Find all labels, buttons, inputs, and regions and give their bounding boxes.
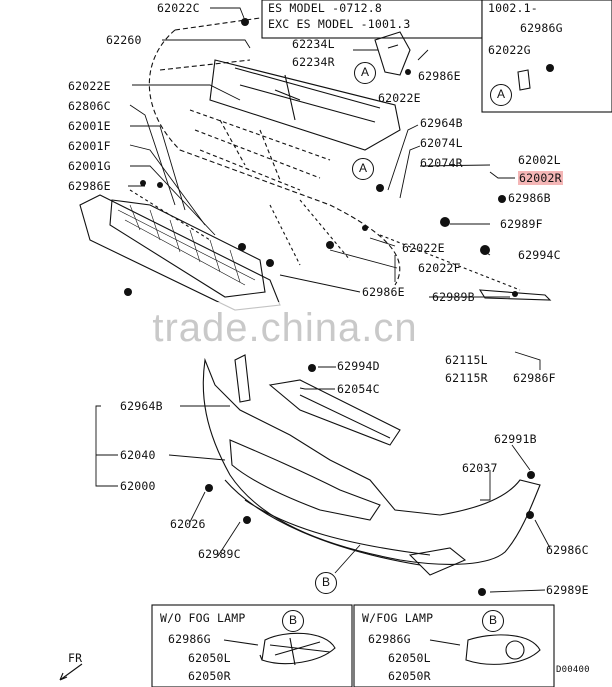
front-arrow bbox=[59, 663, 83, 681]
es-model-note-box bbox=[261, 0, 483, 39]
bumper-lower-lip bbox=[224, 479, 431, 566]
upper-support-panel bbox=[209, 59, 401, 151]
diagram-code: D00400 bbox=[556, 665, 590, 675]
wo-fog-right: 62050R bbox=[188, 669, 231, 683]
callout-a-top: A bbox=[354, 62, 376, 84]
callout-b-w: B bbox=[482, 610, 504, 632]
part-62986c: 62986C bbox=[546, 543, 589, 557]
part-62986e-mid: 62986E bbox=[362, 285, 405, 299]
part-62001e: 62001E bbox=[68, 119, 111, 133]
watermark: trade.china.cn bbox=[152, 306, 418, 350]
bumper-grille-opening bbox=[229, 439, 381, 521]
callout-a-right: A bbox=[490, 84, 512, 106]
part-62054c: 62054C bbox=[337, 382, 380, 396]
watermark-band bbox=[118, 302, 448, 354]
wo-fog-lamp-title: W/O FOG LAMP bbox=[160, 611, 246, 625]
callout-b-bumper: B bbox=[315, 572, 337, 594]
bracket-a bbox=[374, 31, 411, 76]
part-62964b-left: 62964B bbox=[120, 399, 163, 413]
part-62234l: 62234L bbox=[292, 37, 335, 51]
part-62022e-left: 62022E bbox=[68, 79, 111, 93]
part-62115r: 62115R bbox=[445, 371, 488, 385]
w-fog-screw: 62986G bbox=[368, 632, 411, 646]
part-62986g-top: 62986G bbox=[520, 21, 563, 35]
part-62022g: 62022G bbox=[488, 43, 531, 57]
part-62037: 62037 bbox=[462, 461, 498, 475]
part-62022e-top: 62022E bbox=[378, 91, 421, 105]
part-62022f: 62022F bbox=[418, 261, 461, 275]
highlight-62002r: 62002R bbox=[518, 171, 563, 185]
w-fog-right: 62050R bbox=[388, 669, 431, 683]
part-62989c: 62989C bbox=[198, 547, 241, 561]
fog-cover-ring-right bbox=[465, 634, 541, 665]
part-62260: 62260 bbox=[106, 33, 142, 47]
part-62806c: 62806C bbox=[68, 99, 111, 113]
part-62001g: 62001G bbox=[68, 159, 111, 173]
part-62986f: 62986F bbox=[513, 371, 556, 385]
part-62986e-top: 62986E bbox=[418, 69, 461, 83]
lower-grille-hatch bbox=[117, 204, 256, 286]
part-62991b: 62991B bbox=[494, 432, 537, 446]
part-62001f: 62001F bbox=[68, 139, 111, 153]
part-62986b: 62986B bbox=[508, 191, 551, 205]
part-62989b: 62989B bbox=[432, 290, 475, 304]
upper-bumper-outline bbox=[148, 17, 401, 286]
part-62234r: 62234R bbox=[292, 55, 335, 69]
w-fog-lamp-title: W/FOG LAMP bbox=[362, 611, 434, 625]
reinforcement-62054c bbox=[268, 379, 401, 446]
leader-lines bbox=[95, 7, 551, 593]
bumper-bracket bbox=[234, 354, 251, 403]
part-62994d: 62994D bbox=[337, 359, 380, 373]
wo-fog-left: 62050L bbox=[188, 651, 231, 665]
fastener-dots bbox=[124, 18, 554, 596]
note-date-right: 1002.1- bbox=[488, 1, 538, 15]
lower-grille-mesh bbox=[109, 199, 266, 298]
part-62074r: 62074R bbox=[420, 156, 463, 170]
part-62964b-top: 62964B bbox=[420, 116, 463, 130]
part-62989f: 62989F bbox=[500, 217, 543, 231]
part-62002l: 62002L bbox=[518, 153, 561, 167]
part-62994c: 62994C bbox=[518, 248, 561, 262]
fog-screw-lines bbox=[223, 639, 461, 661]
fog-cover-mesh-left bbox=[261, 632, 336, 666]
front-bumper-cover bbox=[202, 357, 541, 565]
grille-dashed bbox=[189, 109, 331, 191]
side-moulding bbox=[478, 289, 552, 301]
part-62000: 62000 bbox=[120, 479, 156, 493]
callout-a-mid: A bbox=[352, 158, 374, 180]
note-exc-es-model: EXC ES MODEL -1001.3 bbox=[268, 17, 411, 31]
part-62115l: 62115L bbox=[445, 353, 488, 367]
part-62022e-mid: 62022E bbox=[402, 241, 445, 255]
part-62986e-left: 62986E bbox=[68, 179, 111, 193]
part-62989e: 62989E bbox=[546, 583, 589, 597]
wo-fog-screw: 62986G bbox=[168, 632, 211, 646]
part-62040: 62040 bbox=[120, 448, 156, 462]
part-62074l: 62074L bbox=[420, 136, 463, 150]
note-es-model: ES MODEL -0712.8 bbox=[268, 1, 382, 15]
w-fog-lamp-box bbox=[353, 604, 555, 687]
front-label: FR bbox=[68, 651, 83, 665]
callout-b-wo: B bbox=[282, 610, 304, 632]
wo-fog-lamp-box bbox=[151, 604, 353, 687]
part-62026: 62026 bbox=[170, 517, 206, 531]
part-62002r: 62002R bbox=[518, 171, 563, 185]
part-62022c: 62022C bbox=[157, 1, 200, 15]
bumper-fog-recess bbox=[408, 547, 467, 576]
clip-62022g bbox=[517, 69, 531, 91]
fog-lamp-hole bbox=[505, 640, 525, 660]
w-fog-left: 62050L bbox=[388, 651, 431, 665]
